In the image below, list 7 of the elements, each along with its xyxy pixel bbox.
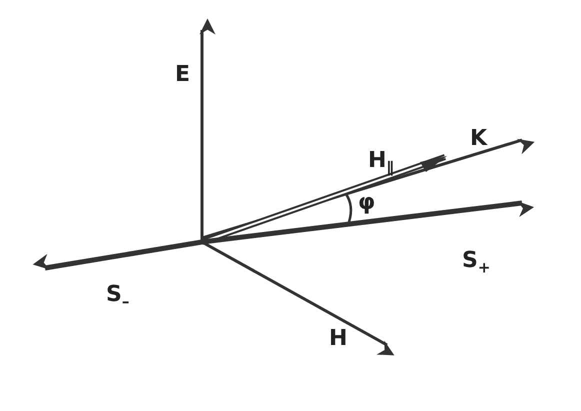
vector-label: H <box>329 328 348 350</box>
vector-label: H$_{∥}$ <box>368 150 394 176</box>
vector-label: S$_{–}$ <box>106 284 130 310</box>
vector-label: K <box>470 128 488 150</box>
vector-label: φ <box>358 192 376 214</box>
vector-label: E <box>175 64 190 86</box>
vector-label: S$_{+}$ <box>462 250 490 276</box>
